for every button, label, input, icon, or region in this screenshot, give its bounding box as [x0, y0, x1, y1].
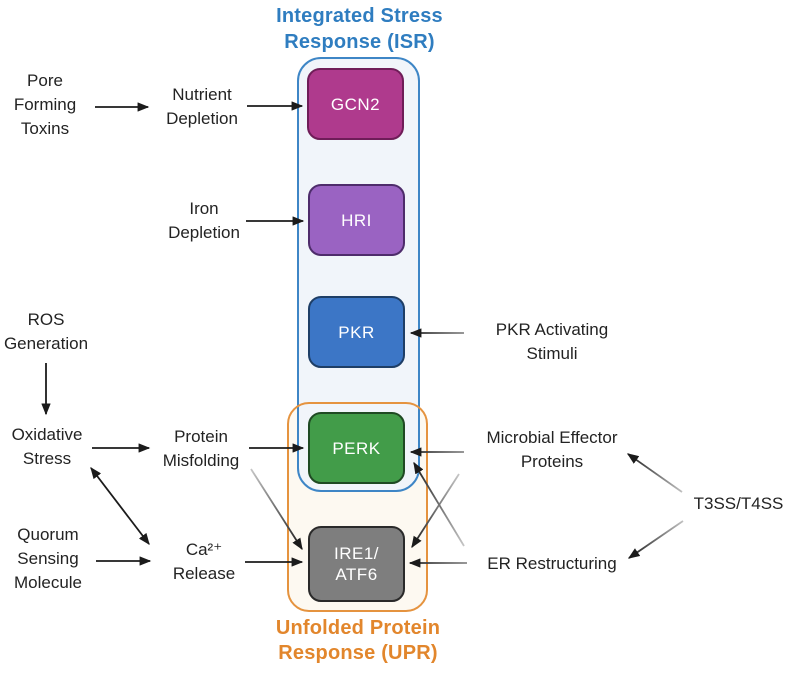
arrow-t3ss-t4ss-to-er-restructuring — [627, 520, 684, 559]
label-protein-misfolding: Protein Misfolding — [162, 427, 240, 470]
node-perk: PERK — [308, 412, 405, 484]
label-pore-forming-toxins: Pore Forming Toxins — [13, 71, 77, 138]
isr-title: Integrated Stress Response (ISR) — [276, 5, 443, 53]
node-pkr: PKR — [308, 296, 405, 368]
node-hri: HRI — [308, 184, 405, 256]
label-quorum-sensing-molecule: Quorum Sensing Molecule — [13, 525, 83, 592]
label-t3ss-t4ss: T3SS/T4SS — [693, 494, 784, 513]
label-iron-depletion: Iron Depletion — [168, 199, 240, 242]
node-gcn2: GCN2 — [307, 68, 404, 140]
label-oxidative-stress: Oxidative Stress — [11, 425, 83, 468]
double-arrow-oxidative-stress-ca2-release — [90, 466, 150, 546]
label-nutrient-depletion: Nutrient Depletion — [166, 85, 238, 128]
arrow-t3ss-t4ss-to-microbial-effectors — [626, 453, 683, 493]
upr-title: Unfolded Protein Response (UPR) — [275, 617, 441, 664]
label-ros-generation: ROS Generation — [3, 310, 89, 353]
label-er-restructuring: ER Restructuring — [487, 554, 617, 573]
label-ca2-release: Ca²⁺ Release — [172, 540, 236, 583]
label-microbial-effector-proteins: Microbial Effector Proteins — [486, 428, 618, 471]
label-pkr-activating-stimuli: PKR Activating Stimuli — [495, 320, 609, 363]
node-ire1-atf6: IRE1/ ATF6 — [308, 526, 405, 602]
